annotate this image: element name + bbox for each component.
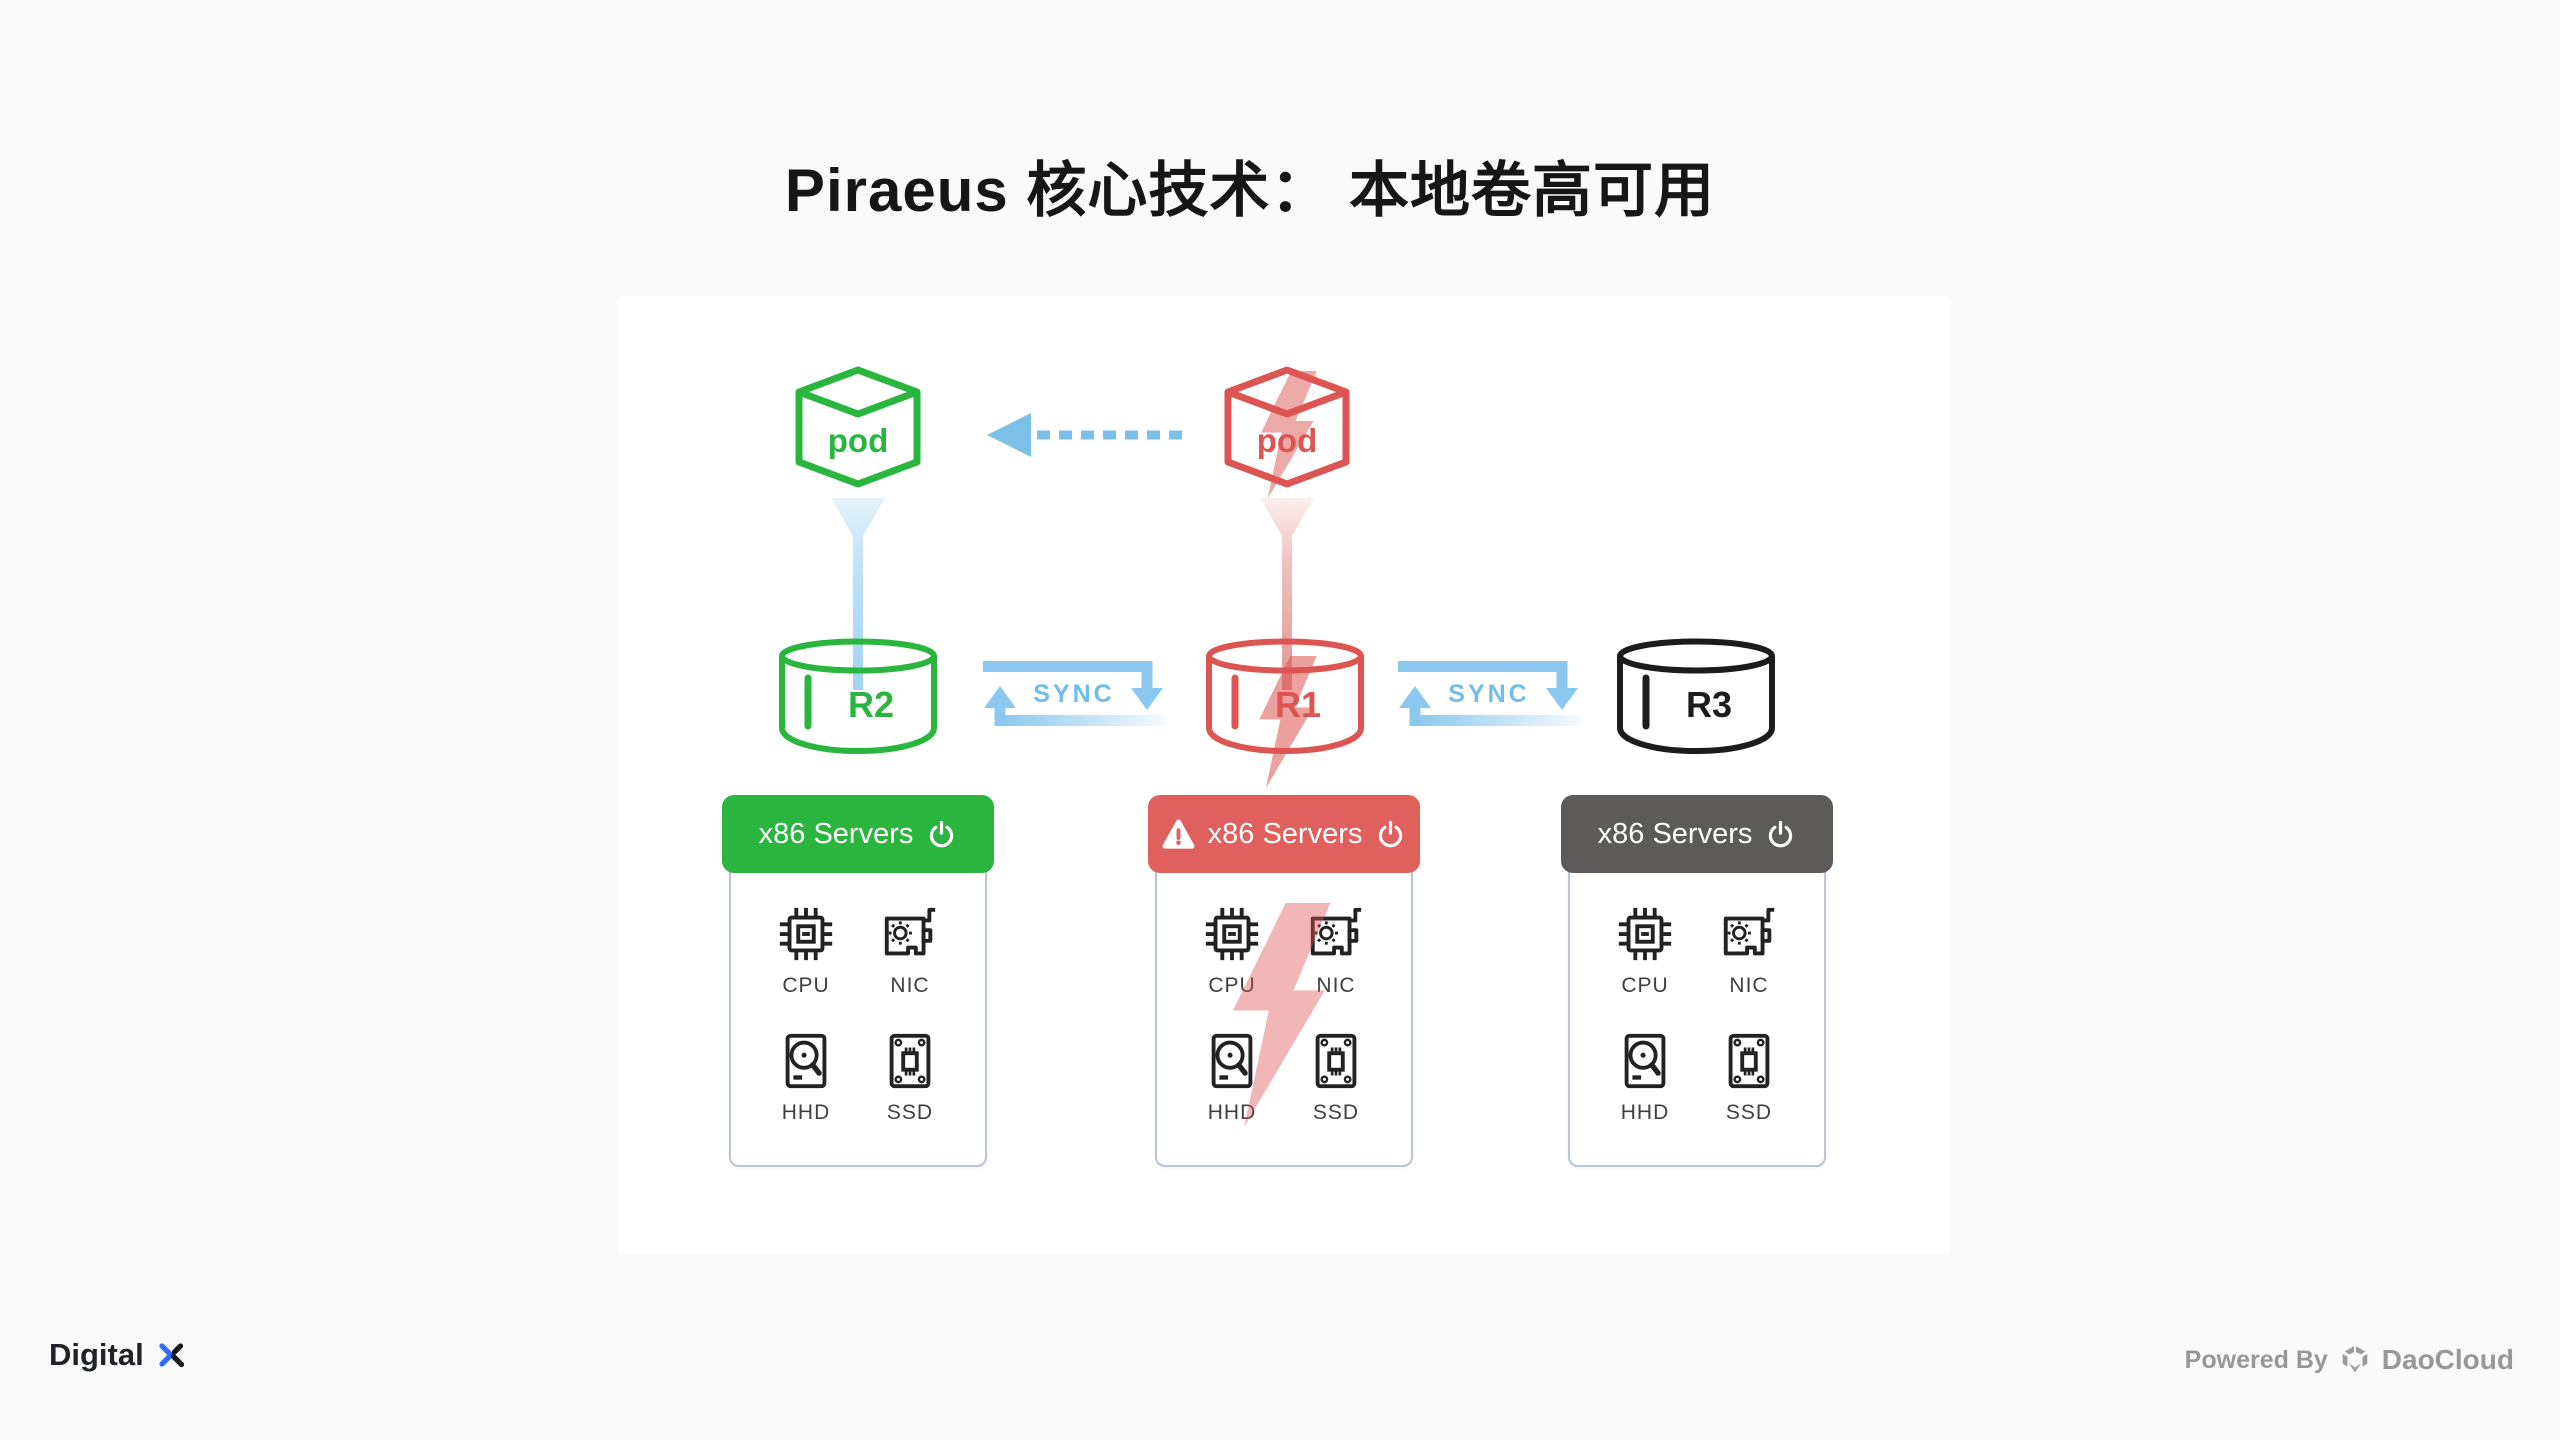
cpu-chip-icon bbox=[1614, 903, 1676, 965]
server-body: CPU NIC HHD SSD bbox=[1568, 857, 1826, 1167]
replica-label: R2 bbox=[847, 684, 895, 725]
daocloud-cube-icon bbox=[2342, 1346, 2368, 1373]
component-cpu: CPU bbox=[762, 903, 850, 998]
pod-label: pod bbox=[827, 422, 889, 459]
server-card-healthy: x86 Servers CPU NIC HHD bbox=[722, 795, 994, 1167]
component-label: CPU bbox=[782, 974, 830, 997]
cpu-chip-icon bbox=[775, 903, 837, 965]
component-label: SSD bbox=[1725, 1101, 1773, 1124]
sync-arrow-icon bbox=[1398, 661, 1581, 726]
component-label: SSD bbox=[886, 1101, 934, 1124]
network-card-icon bbox=[1718, 903, 1780, 965]
component-cpu: CPU bbox=[1601, 903, 1689, 998]
sync-arrow-2: SYNC bbox=[1391, 656, 1587, 728]
component-label: CPU bbox=[1621, 974, 1669, 997]
component-hhd: HHD bbox=[762, 1030, 850, 1125]
sync-arrow-icon bbox=[983, 661, 1166, 726]
component-nic: NIC bbox=[866, 903, 954, 998]
server-header: x86 Servers bbox=[1561, 795, 1833, 873]
replica-label: R3 bbox=[1685, 684, 1733, 725]
server-body: CPU NIC HHD SSD bbox=[729, 857, 987, 1167]
component-ssd: SSD bbox=[1705, 1030, 1793, 1125]
power-icon bbox=[1375, 819, 1406, 850]
server-card-standby: x86 Servers CPU NIC HHD bbox=[1561, 795, 1833, 1167]
brand-text: Digital bbox=[49, 1337, 144, 1372]
brand-x-icon bbox=[159, 1343, 184, 1368]
server-failure-bolt-icon bbox=[1224, 886, 1336, 1144]
power-icon bbox=[1765, 819, 1796, 850]
component-nic: NIC bbox=[1705, 903, 1793, 998]
replica-r2: R2 bbox=[776, 636, 940, 755]
sync-arrow-1: SYNC bbox=[976, 656, 1172, 728]
failover-arrow-icon bbox=[987, 413, 1187, 457]
vendor-name: DaoCloud bbox=[2381, 1344, 2514, 1375]
data-beam-blue bbox=[831, 498, 885, 690]
component-hhd: HHD bbox=[1601, 1030, 1689, 1125]
component-label: SSD bbox=[1312, 1101, 1360, 1124]
replica-r3: R3 bbox=[1614, 636, 1778, 755]
server-title: x86 Servers bbox=[758, 817, 914, 850]
page-title: Piraeus 核心技术： 本地卷高可用 bbox=[784, 157, 1716, 224]
powered-by: Powered By DaoCloud bbox=[2185, 1343, 2514, 1377]
sync-label: SYNC bbox=[1448, 680, 1530, 708]
pod-box-icon bbox=[795, 366, 921, 488]
sync-label: SYNC bbox=[1033, 680, 1115, 708]
warning-triangle-icon bbox=[1162, 818, 1195, 849]
component-label: NIC bbox=[1316, 974, 1356, 997]
powered-by-label: Powered By bbox=[2184, 1345, 2328, 1374]
server-title: x86 Servers bbox=[1207, 817, 1363, 850]
component-label: HHD bbox=[781, 1101, 831, 1124]
ssd-chip-icon bbox=[879, 1030, 941, 1092]
server-header: x86 Servers bbox=[1148, 795, 1420, 873]
component-label: NIC bbox=[890, 974, 930, 997]
component-ssd: SSD bbox=[866, 1030, 954, 1125]
cylinder-icon bbox=[779, 638, 937, 755]
lightning-bolt-icon bbox=[1256, 362, 1320, 508]
component-nic: NIC bbox=[1292, 903, 1380, 998]
component-ssd: SSD bbox=[1292, 1030, 1380, 1125]
power-icon bbox=[926, 819, 957, 850]
server-title: x86 Servers bbox=[1597, 817, 1753, 850]
server-header: x86 Servers bbox=[722, 795, 994, 873]
cylinder-icon bbox=[1617, 638, 1775, 755]
network-card-icon bbox=[879, 903, 941, 965]
hard-disk-icon bbox=[775, 1030, 837, 1092]
brand-logo: Digital bbox=[49, 1337, 190, 1373]
ssd-chip-icon bbox=[1718, 1030, 1780, 1092]
component-hhd: HHD bbox=[1188, 1030, 1276, 1125]
pod-healthy: pod bbox=[795, 366, 921, 488]
component-label: HHD bbox=[1207, 1101, 1257, 1124]
component-label: NIC bbox=[1729, 974, 1769, 997]
lightning-bolt-icon bbox=[1254, 642, 1320, 802]
component-label: HHD bbox=[1620, 1101, 1670, 1124]
data-beam-red bbox=[1260, 498, 1314, 690]
hard-disk-icon bbox=[1614, 1030, 1676, 1092]
